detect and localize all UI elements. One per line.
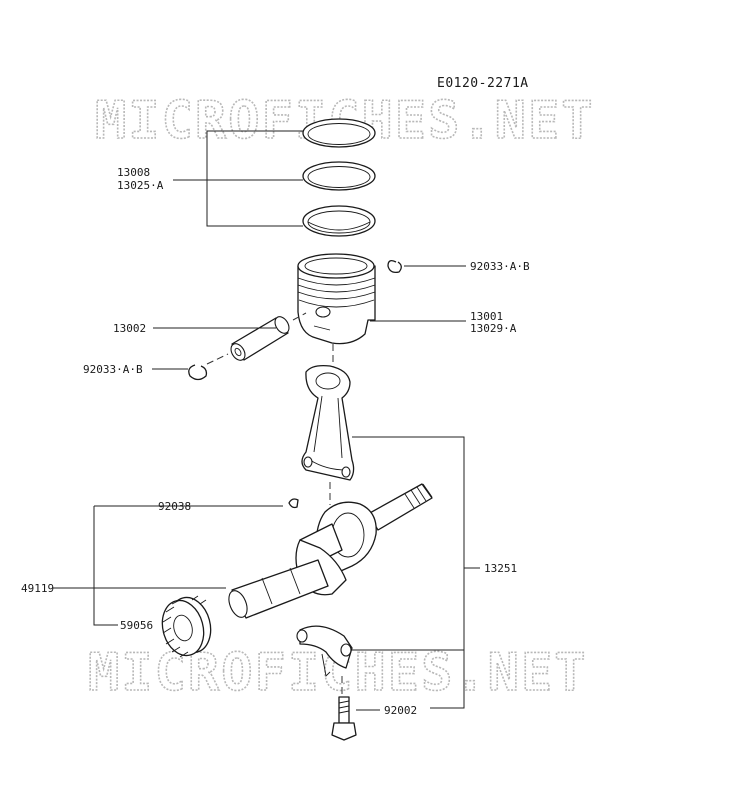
label-13002: 13002 xyxy=(113,322,146,335)
label-92038: 92038 xyxy=(158,500,191,513)
drawing-code: E0120-2271A xyxy=(437,76,529,91)
label-92033-right: 92033·A·B xyxy=(470,260,530,273)
label-92033-left: 92033·A·B xyxy=(83,363,143,376)
piston-pin xyxy=(230,316,290,361)
circlip-left xyxy=(188,364,208,381)
circlip-right xyxy=(387,260,402,274)
label-13001: 13001 xyxy=(470,310,503,323)
piston-rings xyxy=(302,118,376,237)
connecting-rod xyxy=(301,364,355,481)
label-13025a: 13025·A xyxy=(117,179,164,192)
label-13251: 13251 xyxy=(484,562,517,575)
label-13029a: 13029·A xyxy=(470,322,517,335)
crankshaft-gear xyxy=(161,595,212,658)
connecting-rod-cap xyxy=(296,625,353,677)
label-59056: 59056 xyxy=(120,619,153,632)
woodruff-key xyxy=(288,498,299,509)
piston xyxy=(297,253,376,345)
crankshaft xyxy=(228,483,433,619)
rod-bolt xyxy=(331,696,357,741)
label-92002: 92002 xyxy=(384,704,417,717)
label-13008: 13008 xyxy=(117,166,150,179)
label-49119: 49119 xyxy=(21,582,54,595)
